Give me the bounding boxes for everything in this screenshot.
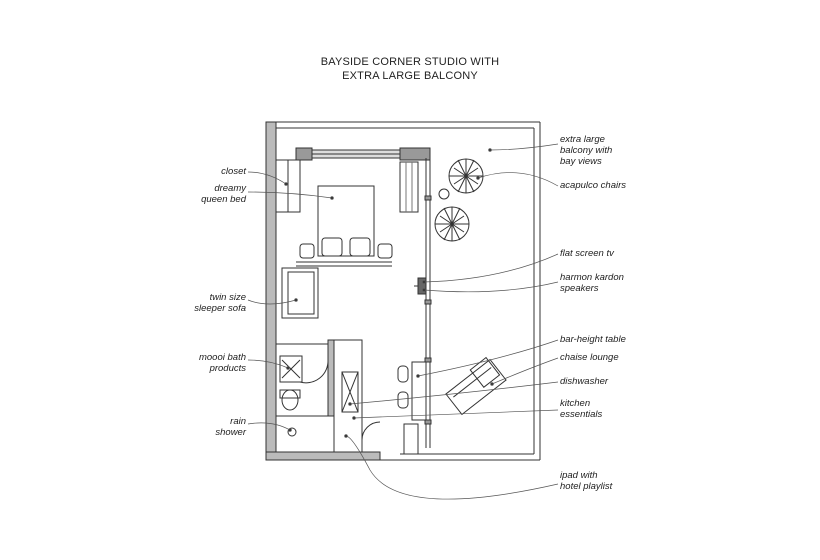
label-acapulco-chairs: acapulco chairs: [560, 180, 680, 191]
label-flat-screen-tv: flat screen tv: [560, 248, 680, 259]
bar-height-table: [397, 361, 427, 421]
label-dishwasher: dishwasher: [560, 376, 680, 387]
label-balcony: extra large balcony with bay views: [560, 134, 680, 167]
label-table-text: bar-height table: [560, 334, 626, 345]
side-table: [438, 188, 450, 200]
window-wall: [295, 147, 431, 161]
label-queen-bed-line-1: dreamy: [214, 183, 246, 194]
label-closet-text: closet: [221, 166, 246, 177]
plan-title-line-2: EXTRA LARGE BALCONY: [342, 70, 478, 82]
label-speakers-line-1: harmon kardon: [560, 272, 624, 283]
label-bar-table: bar-height table: [560, 334, 680, 345]
bathroom: [276, 339, 335, 437]
acapulco-chair-1: [448, 158, 484, 194]
label-speakers: harmon kardon speakers: [560, 272, 680, 294]
label-shower-line-2: shower: [215, 427, 246, 438]
label-rain-shower: rain shower: [160, 416, 246, 438]
lower-cabinet: [403, 423, 419, 455]
label-tv-text: flat screen tv: [560, 248, 614, 259]
label-bath-products: moooi bath products: [160, 352, 246, 374]
sleeper-sofa: [281, 267, 319, 319]
label-kitchen-line-1: kitchen: [560, 398, 591, 409]
label-kitchen-essentials: kitchen essentials: [560, 398, 680, 420]
leader-lines: [247, 143, 559, 500]
label-chaise-text: chaise lounge: [560, 352, 619, 363]
label-shower-line-1: rain: [230, 416, 246, 427]
flat-screen-tv: [414, 277, 427, 295]
label-kitchen-line-2: essentials: [560, 409, 603, 420]
queen-bed: [296, 185, 393, 267]
label-balcony-line-1: extra large: [560, 134, 605, 145]
label-queen-bed: dreamy queen bed: [160, 183, 246, 205]
side-cabinet: [399, 161, 419, 213]
label-sofa-line-1: twin size: [209, 292, 246, 303]
label-ipad: ipad with hotel playlist: [560, 470, 680, 492]
label-bath-line-2: products: [209, 363, 246, 374]
kitchen: [333, 339, 381, 453]
label-balcony-line-2: balcony with: [560, 145, 613, 156]
label-ipad-line-1: ipad with: [560, 470, 598, 481]
label-queen-bed-line-2: queen bed: [201, 194, 246, 205]
plan-title-line-1: BAYSIDE CORNER STUDIO WITH: [320, 56, 500, 68]
label-speakers-line-2: speakers: [560, 283, 599, 294]
label-ipad-line-2: hotel playlist: [560, 481, 613, 492]
label-sofa-line-2: sleeper sofa: [194, 303, 246, 314]
closet: [275, 159, 301, 213]
exterior-walls: [265, 121, 541, 461]
label-balcony-line-3: bay views: [560, 156, 602, 167]
acapulco-chair-2: [434, 206, 470, 242]
label-closet: closet: [160, 166, 246, 177]
label-dishwasher-text: dishwasher: [560, 376, 609, 387]
label-chaise-lounge: chaise lounge: [560, 352, 680, 363]
label-chairs-text: acapulco chairs: [560, 180, 627, 191]
chaise-lounge: [445, 356, 507, 416]
label-sleeper-sofa: twin size sleeper sofa: [160, 292, 246, 314]
label-bath-line-1: moooi bath: [198, 352, 246, 363]
